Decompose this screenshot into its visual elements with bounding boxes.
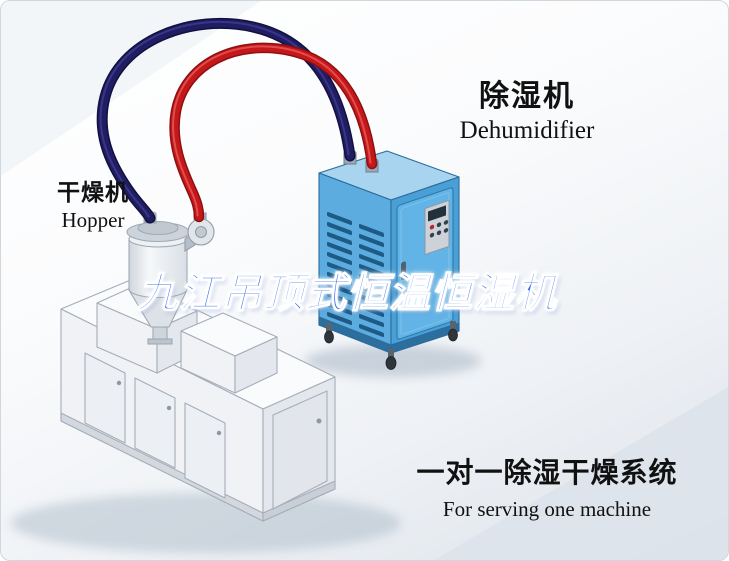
dehumidifier-control-panel	[424, 199, 450, 256]
control-button	[436, 230, 442, 236]
watermark-text: 九江吊顶式恒温恒湿机	[136, 268, 557, 317]
hopper-flange	[147, 338, 173, 345]
background-accent-bottom-right	[434, 387, 728, 560]
hopper-dryer	[126, 210, 190, 345]
control-button	[436, 222, 442, 228]
background-accent-top-left	[1, 1, 261, 176]
hopper-body	[128, 238, 188, 299]
panel-handles	[116, 380, 322, 436]
extruder-base-side	[262, 480, 336, 522]
dehumidifier-label-en: Dehumidifier	[459, 117, 595, 144]
system-caption-en: For serving one machine	[442, 497, 652, 521]
hopper-lid-dome	[137, 220, 179, 236]
system-caption: 一对一除湿干燥系统 For serving one machine	[397, 451, 697, 522]
power-button	[429, 224, 435, 230]
hopper-label-cn: 干燥机	[57, 180, 129, 206]
control-button	[443, 220, 449, 225]
dehumidifier-door	[396, 187, 454, 340]
mid-cabinet	[180, 312, 278, 394]
control-button	[429, 232, 435, 238]
hopper-label: 干燥机 Hopper	[47, 173, 139, 233]
control-display	[428, 205, 446, 222]
door-handle	[401, 261, 406, 281]
dehumidifier-label-cn: 除湿机	[479, 79, 575, 114]
control-button	[443, 228, 449, 233]
dehumidifier-vents	[327, 212, 384, 338]
hopper-label-en: Hopper	[61, 208, 125, 232]
dehumidifier-unit	[318, 150, 460, 370]
machine-panels	[84, 352, 328, 510]
blower-hub	[194, 225, 208, 239]
air-hose-red	[169, 42, 378, 223]
dehumidifier-label: 除湿机 Dehumidifier	[447, 71, 607, 145]
caster-wheels	[324, 321, 458, 370]
system-caption-cn: 一对一除湿干燥系统	[416, 456, 678, 489]
